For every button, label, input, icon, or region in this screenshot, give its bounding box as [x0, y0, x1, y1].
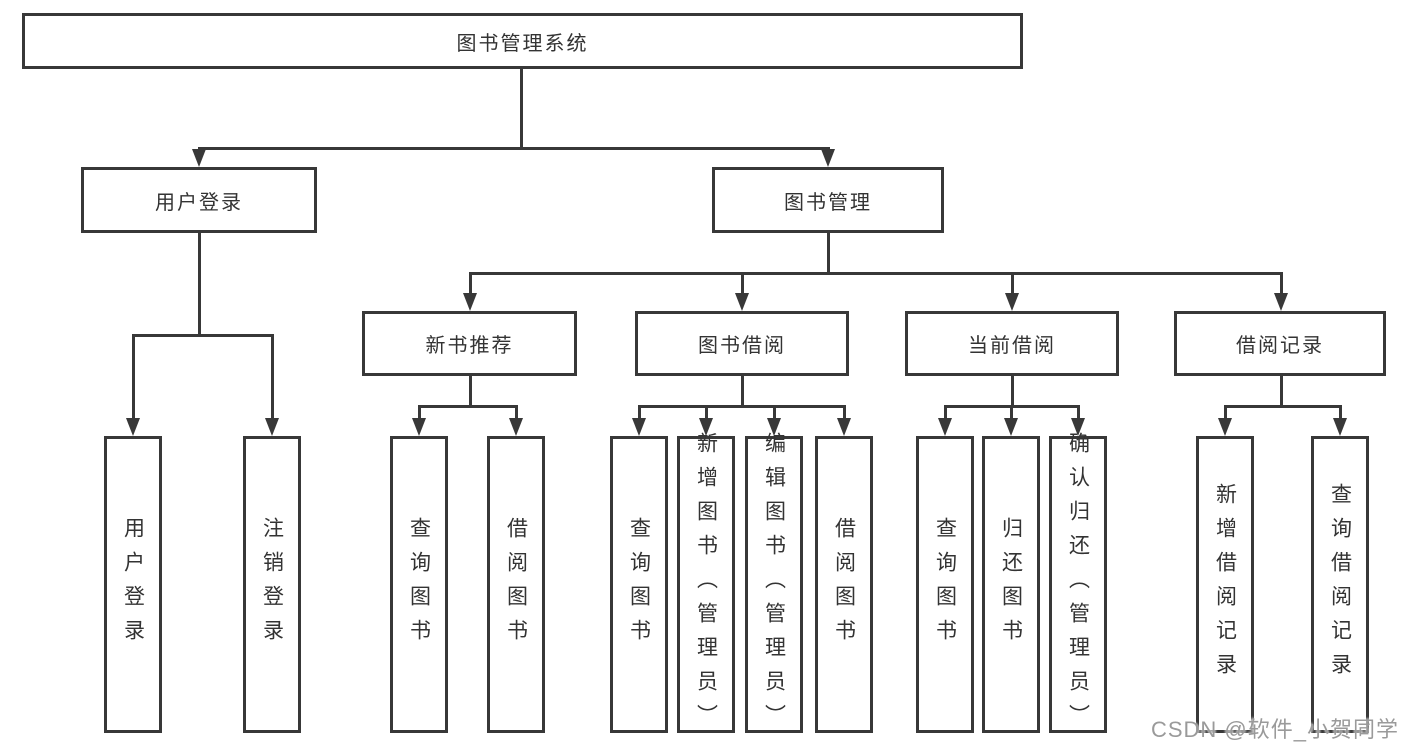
node-user-login: 用户登录 [81, 167, 317, 233]
leaf-recommend-borrow-books: 借阅图书 [487, 436, 545, 733]
connector-line [944, 405, 947, 421]
connector-line [1011, 272, 1014, 297]
arrowhead-down-icon [837, 418, 851, 436]
leaf-borrow-borrow-books: 借阅图书 [815, 436, 873, 733]
leaf-borrow-query-books-label: 查询图书 [627, 516, 651, 653]
leaf-borrow-borrow-books-label: 借阅图书 [832, 516, 856, 653]
connector-line [638, 405, 641, 421]
connector-line [418, 405, 421, 421]
connector-line [469, 376, 472, 408]
arrowhead-down-icon [699, 418, 713, 436]
node-current-borrow: 当前借阅 [905, 311, 1119, 376]
leaf-recommend-borrow-books-label: 借阅图书 [504, 516, 528, 653]
leaf-recommend-query-books-label: 查询图书 [407, 516, 431, 653]
arrowhead-down-icon [1218, 418, 1232, 436]
leaf-current-query-books: 查询图书 [916, 436, 974, 733]
arrowhead-down-icon [1004, 418, 1018, 436]
arrowhead-down-icon [1333, 418, 1347, 436]
node-new-book-recommend: 新书推荐 [362, 311, 577, 376]
connector-line [469, 272, 472, 297]
arrowhead-down-icon [821, 149, 835, 167]
leaf-recommend-query-books: 查询图书 [390, 436, 448, 733]
node-book-management-label: 图书管理 [784, 191, 872, 214]
leaf-records-query-record: 查询借阅记录 [1311, 436, 1369, 733]
connector-line [198, 147, 830, 150]
connector-line [1224, 405, 1227, 421]
leaf-current-confirm-return-admin-label: 确认归还（管理员） [1066, 431, 1090, 738]
connector-line [827, 233, 830, 275]
arrowhead-down-icon [126, 418, 140, 436]
node-borrow-records-label: 借阅记录 [1236, 335, 1324, 357]
connector-line [741, 272, 744, 297]
arrowhead-down-icon [735, 293, 749, 311]
connector-line [1077, 405, 1080, 421]
connector-line [741, 376, 744, 408]
connector-line [843, 405, 846, 421]
leaf-user-login-label: 用户登录 [121, 516, 145, 653]
connector-line [132, 334, 135, 421]
node-root-label: 图书管理系统 [456, 32, 589, 55]
node-book-management: 图书管理 [712, 167, 944, 233]
leaf-records-query-record-label: 查询借阅记录 [1328, 482, 1352, 687]
connector-line [1224, 405, 1342, 408]
arrowhead-down-icon [265, 418, 279, 436]
leaf-logout-label: 注销登录 [260, 516, 284, 653]
leaf-current-confirm-return-admin: 确认归还（管理员） [1049, 432, 1107, 738]
csdn-watermark: CSDN @软件_小贺同学 [1150, 717, 1399, 742]
arrowhead-down-icon [1274, 293, 1288, 311]
connector-line [1011, 376, 1014, 408]
leaf-borrow-add-books-admin: 新增图书（管理员） [677, 432, 735, 738]
connector-line [1339, 405, 1342, 421]
connector-line [198, 233, 201, 337]
node-new-book-recommend-label: 新书推荐 [425, 335, 514, 357]
arrowhead-down-icon [192, 149, 206, 167]
leaf-records-add-record-label: 新增借阅记录 [1213, 482, 1237, 687]
leaf-user-login: 用户登录 [104, 436, 162, 733]
leaf-borrow-edit-books-admin-label: 编辑图书（管理员） [762, 431, 786, 738]
connector-line [1280, 272, 1283, 297]
node-root: 图书管理系统 [22, 13, 1023, 69]
connector-line [132, 334, 274, 337]
arrowhead-down-icon [632, 418, 646, 436]
node-borrow-records: 借阅记录 [1174, 311, 1386, 376]
connector-line [515, 405, 518, 421]
arrowhead-down-icon [767, 418, 781, 436]
connector-line [705, 405, 708, 421]
node-book-borrow: 图书借阅 [635, 311, 849, 376]
leaf-logout: 注销登录 [243, 436, 301, 733]
connector-line [418, 405, 518, 408]
arrowhead-down-icon [509, 418, 523, 436]
arrowhead-down-icon [463, 293, 477, 311]
arrowhead-down-icon [1071, 418, 1085, 436]
leaf-borrow-add-books-admin-label: 新增图书（管理员） [694, 431, 718, 738]
node-book-borrow-label: 图书借阅 [698, 335, 786, 357]
connector-line [469, 272, 1283, 275]
leaf-records-add-record: 新增借阅记录 [1196, 436, 1254, 733]
arrowhead-down-icon [1005, 293, 1019, 311]
node-user-login-label: 用户登录 [155, 191, 243, 214]
arrowhead-down-icon [412, 418, 426, 436]
connector-line [773, 405, 776, 421]
connector-line [271, 334, 274, 421]
leaf-borrow-query-books: 查询图书 [610, 436, 668, 733]
node-current-borrow-label: 当前借阅 [968, 335, 1056, 357]
leaf-current-query-books-label: 查询图书 [933, 516, 957, 653]
connector-line [1280, 376, 1283, 408]
connector-line [520, 69, 523, 147]
leaf-current-return-books-label: 归还图书 [999, 516, 1023, 653]
leaf-borrow-edit-books-admin: 编辑图书（管理员） [745, 432, 803, 738]
leaf-current-return-books: 归还图书 [982, 436, 1040, 733]
connector-line [638, 405, 846, 408]
arrowhead-down-icon [938, 418, 952, 436]
connector-line [1010, 405, 1013, 421]
